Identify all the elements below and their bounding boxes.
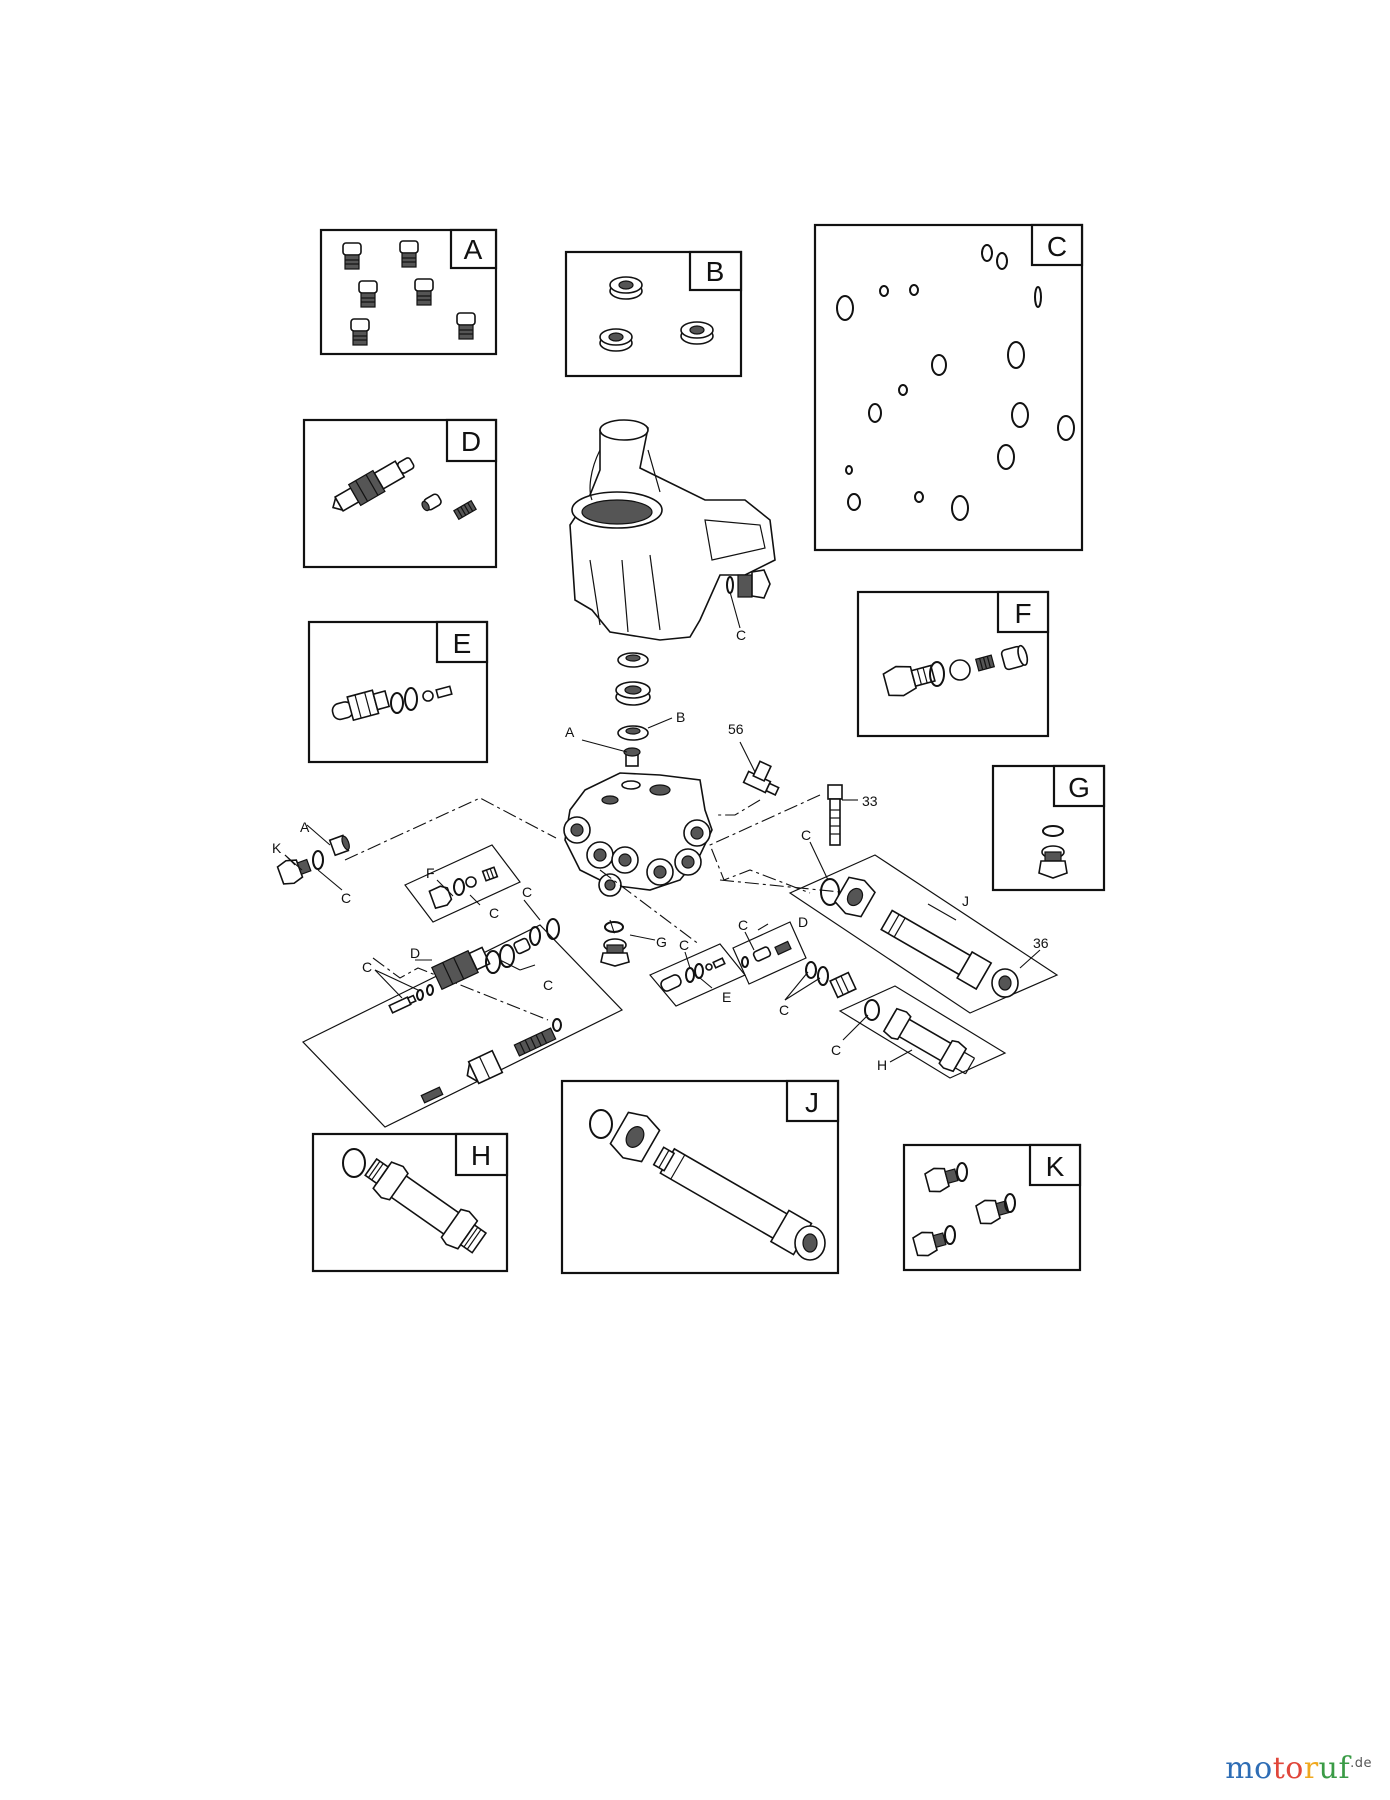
callout-g: G xyxy=(656,934,667,950)
callout-c-d1: C xyxy=(362,959,372,975)
callout-labels: C B A 56 33 A K C F C C D C C C J C D G … xyxy=(272,627,1049,1073)
unloader-valve-parts xyxy=(332,457,477,521)
callout-33: 33 xyxy=(862,793,878,809)
callout-c-left: C xyxy=(341,890,351,906)
pump-manifold xyxy=(563,747,713,897)
o-ring-parts xyxy=(836,244,1075,521)
callout-f: F xyxy=(426,865,435,881)
kit-b-tag: B xyxy=(706,256,725,287)
bolt-33 xyxy=(827,784,843,846)
drain-plug-parts xyxy=(912,1162,1016,1257)
kit-j-tag: J xyxy=(805,1087,819,1118)
callout-c-f: C xyxy=(489,905,499,921)
callout-a-top: A xyxy=(565,724,575,740)
callout-h: H xyxy=(877,1057,887,1073)
seal-stack xyxy=(615,652,651,741)
kit-k-box: K xyxy=(902,1143,1082,1272)
seal-parts xyxy=(599,276,714,352)
callout-j: J xyxy=(962,893,969,909)
kit-h-box: H xyxy=(311,1132,509,1273)
callout-k: K xyxy=(272,840,282,856)
assembly-dash-lines xyxy=(344,794,871,1021)
elbow-fitting-56 xyxy=(742,760,780,796)
kit-a-tag: A xyxy=(464,234,483,265)
unloader-assembly-d xyxy=(301,918,624,1128)
callout-c-mid: C xyxy=(522,884,532,900)
callout-56: 56 xyxy=(728,721,744,737)
valve-plug-group-f xyxy=(404,844,521,923)
callout-e: E xyxy=(722,989,731,1005)
plug-g xyxy=(600,921,630,967)
callout-36: 36 xyxy=(1033,935,1049,951)
kit-f-box: F xyxy=(856,590,1050,738)
kit-g-box: G xyxy=(991,764,1106,892)
kit-c-box: C xyxy=(813,223,1084,552)
kit-e-tag: E xyxy=(453,628,472,659)
callout-b: B xyxy=(676,709,685,725)
callout-c-pair: C xyxy=(779,1002,789,1018)
site-watermark: motoruf.de xyxy=(1225,1751,1372,1786)
kit-j-box: J xyxy=(560,1079,840,1275)
callout-a-left: A xyxy=(300,819,310,835)
kit-c-tag: C xyxy=(1047,231,1067,262)
outlet-assembly-h xyxy=(838,985,1007,1079)
kit-f-tag: F xyxy=(1014,598,1031,629)
kit-g-tag: G xyxy=(1068,772,1090,803)
callout-c-right: C xyxy=(801,827,811,843)
callout-c-center: C xyxy=(738,917,748,933)
kit-b-box: B xyxy=(564,250,743,378)
kit-a-box: A xyxy=(319,228,498,356)
plug-with-rings xyxy=(805,961,857,999)
kit-d-tag: D xyxy=(461,426,481,457)
plug-kit-k-left xyxy=(276,834,350,885)
valve-group-d-center xyxy=(732,921,807,985)
kit-k-tag: K xyxy=(1046,1151,1065,1182)
callout-c-d2: C xyxy=(543,977,553,993)
injector-parts xyxy=(331,685,453,722)
manifold-ports xyxy=(563,816,711,897)
kit-e-box: E xyxy=(307,620,489,764)
callout-c-e: C xyxy=(679,937,689,953)
pump-housing xyxy=(569,419,776,641)
valve-cap-parts xyxy=(342,240,476,346)
plug-parts xyxy=(1038,825,1068,879)
kit-d-box: D xyxy=(302,418,498,569)
outlet-assembly-j xyxy=(788,854,1059,1014)
callout-leaders xyxy=(284,591,1041,1063)
callout-d-left: D xyxy=(410,945,420,961)
valve-plug-parts xyxy=(882,644,1029,697)
callout-d-center: D xyxy=(798,914,808,930)
outlet-tube-j xyxy=(589,1109,826,1261)
kit-h-tag: H xyxy=(471,1140,491,1171)
callout-c-h: C xyxy=(831,1042,841,1058)
callout-c-housing: C xyxy=(736,627,746,643)
outlet-tube-h xyxy=(342,1148,488,1254)
